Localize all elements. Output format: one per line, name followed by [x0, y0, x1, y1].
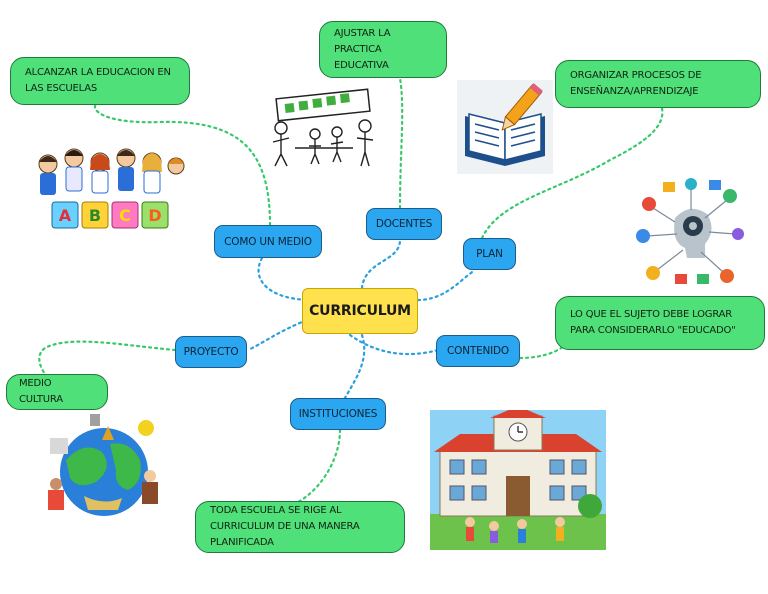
branch-node-contenido[interactable]: CONTENIDO [436, 335, 520, 367]
detail-node-procesos[interactable]: ORGANIZAR PROCESOS DE ENSEÑANZA/APRENDIZ… [555, 60, 761, 108]
link-central-medio [257, 256, 314, 302]
block-letter-b: B [89, 206, 101, 225]
branch-label-medio: COMO UN MEDIO [224, 235, 312, 248]
detail-node-practica[interactable]: AJUSTAR LA PRACTICA EDUCATIVA [319, 21, 447, 78]
link-central-instituciones [343, 333, 366, 400]
central-node-label: CURRICULUM [309, 303, 411, 319]
link-plan-procesos [480, 106, 664, 240]
link-instituciones-escuela [296, 428, 342, 504]
school-building-image [430, 410, 606, 550]
block-letter-c: C [119, 206, 131, 225]
detail-label-procesos: ORGANIZAR PROCESOS DE ENSEÑANZA/APRENDIZ… [570, 70, 702, 97]
process-brain-icons-image [636, 178, 744, 284]
detail-label-escuela-rige: TODA ESCUELA SE RIGE AL CURRICULUM DE UN… [210, 505, 360, 548]
link-medio-escuelas [93, 102, 272, 227]
link-docentes-practica [398, 76, 404, 210]
detail-label-escuelas: ALCANZAR LA EDUCACION EN LAS ESCUELAS [25, 67, 171, 94]
link-proyecto-cultura [38, 340, 177, 377]
link-central-docentes [360, 238, 402, 290]
process-small-icons [636, 178, 744, 284]
branch-node-plan[interactable]: PLAN [463, 238, 516, 270]
kids-with-letter-blocks-image: A B C D [38, 148, 185, 229]
branch-label-proyecto: PROYECTO [183, 346, 239, 358]
detail-label-practica: AJUSTAR LA PRACTICA EDUCATIVA [334, 27, 391, 71]
link-central-contenido [348, 333, 440, 356]
branch-node-medio[interactable]: COMO UN MEDIO [214, 225, 322, 258]
link-contenido-educado [518, 343, 567, 360]
playing-children [465, 517, 565, 543]
block-letter-d: D [148, 206, 161, 225]
branch-node-docentes[interactable]: DOCENTES [366, 208, 442, 240]
detail-node-educado[interactable]: LO QUE EL SUJETO DEBE LOGRAR PARA CONSID… [555, 296, 765, 350]
branch-label-plan: PLAN [476, 248, 503, 260]
branch-node-instituciones[interactable]: INSTITUCIONES [290, 398, 386, 430]
classroom-teacher-sketch-image [272, 88, 374, 167]
book-and-pencil-icon [457, 80, 553, 174]
detail-label-cultura: MEDIO CULTURA [19, 378, 63, 405]
link-central-plan [416, 268, 477, 302]
branch-label-contenido: CONTENIDO [447, 345, 509, 357]
block-letter-a: A [59, 206, 72, 225]
detail-node-cultura[interactable]: MEDIO CULTURA [6, 374, 108, 410]
detail-label-educado: LO QUE EL SUJETO DEBE LOGRAR PARA CONSID… [570, 309, 736, 336]
branch-node-proyecto[interactable]: PROYECTO [175, 336, 247, 368]
branch-label-instituciones: INSTITUCIONES [298, 408, 378, 420]
detail-node-escuelas[interactable]: ALCANZAR LA EDUCACION EN LAS ESCUELAS [10, 57, 190, 105]
central-node[interactable]: CURRICULUM [302, 288, 418, 334]
letter-blocks: A B C D [51, 201, 169, 229]
branch-label-docentes: DOCENTES [375, 218, 433, 230]
children-figures [38, 148, 185, 195]
detail-node-escuela-rige[interactable]: TODA ESCUELA SE RIGE AL CURRICULUM DE UN… [195, 501, 405, 553]
world-culture-globe-image [48, 414, 158, 516]
culture-figures [48, 414, 158, 510]
